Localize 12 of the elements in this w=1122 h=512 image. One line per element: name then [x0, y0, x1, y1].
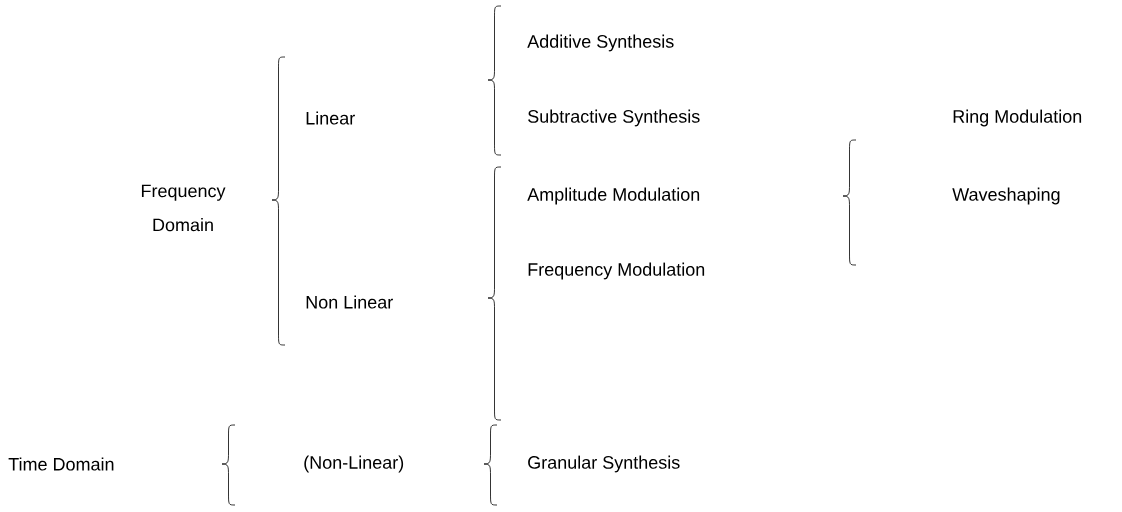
label-text: Granular Synthesis	[528, 455, 680, 473]
label-text: Frequency Modulation	[528, 262, 705, 280]
label-text: Amplitude Modulation	[527, 187, 700, 205]
label-text: Non Linear	[306, 295, 393, 309]
label-text: Linear	[306, 111, 355, 125]
label-text: (Non-Linear)	[304, 455, 404, 473]
label-text: Ring Modulation	[953, 109, 1082, 127]
label-text: Time Domain	[8, 457, 114, 471]
label-text: Additive Synthesis	[527, 34, 674, 52]
label-text: Waveshaping	[952, 187, 1060, 205]
label-text: Frequency Domain	[141, 184, 226, 232]
label-text: Subtractive Synthesis	[528, 109, 700, 127]
